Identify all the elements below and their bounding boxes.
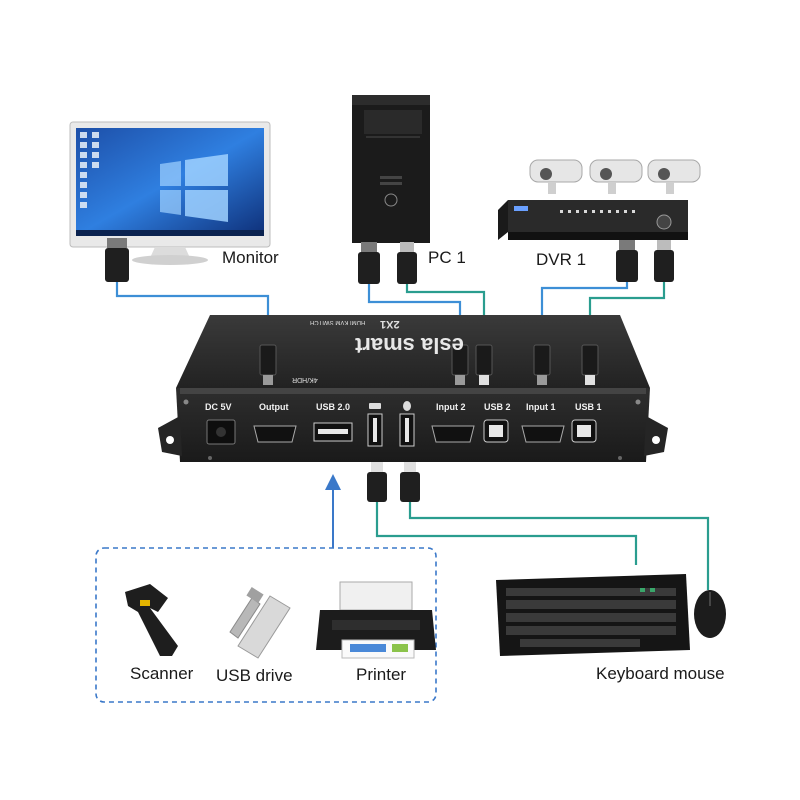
output-port-label: Output xyxy=(259,402,289,412)
mouse-usb-cable xyxy=(408,500,710,590)
dvr-label: DVR 1 xyxy=(536,250,587,269)
scanner-label: Scanner xyxy=(130,664,194,683)
keyboard-mouse-label: Keyboard mouse xyxy=(596,664,725,683)
mouse-device xyxy=(694,590,726,638)
hdmi-input1-port xyxy=(521,425,565,443)
pc-tower-device xyxy=(352,95,430,284)
scanner-device xyxy=(125,584,178,656)
printer-device xyxy=(316,581,436,659)
hdmi-input2-port xyxy=(431,425,475,443)
kvm-resolution-label: 4K/HDR xyxy=(292,376,318,383)
hdmi-output-port xyxy=(253,425,297,443)
input2-port-label: Input 2 xyxy=(436,402,466,412)
printer-label: Printer xyxy=(356,665,407,684)
usb-drive-device xyxy=(229,587,291,659)
peripheral-plugs xyxy=(367,462,420,502)
usb1-port-label: USB 1 xyxy=(575,402,602,412)
keyboard-usb-cable xyxy=(375,500,638,565)
usb20-arrow-head xyxy=(325,474,341,490)
kvm-subtitle-label: HDMI KVM SWITCH xyxy=(310,319,366,325)
usb-peripherals-box xyxy=(95,547,437,703)
kvm-model-label: 2X1 xyxy=(380,318,400,330)
monitor-device xyxy=(69,121,271,282)
monitor-label: Monitor xyxy=(222,248,279,267)
kvm-switch xyxy=(158,315,668,462)
usb-drive-label: USB drive xyxy=(216,666,293,685)
usb20-port-label: USB 2.0 xyxy=(316,402,351,412)
keyboard-port-icon xyxy=(369,403,381,409)
usb2-port-label: USB 2 xyxy=(484,402,511,412)
mouse-port-icon xyxy=(403,401,411,411)
dc-port-label: DC 5V xyxy=(205,402,232,412)
pc-label: PC 1 xyxy=(428,248,466,267)
dvr-device xyxy=(498,159,701,282)
kvm-brand-label: esla smart xyxy=(355,333,464,358)
keyboard-device xyxy=(496,574,690,656)
input1-port-label: Input 1 xyxy=(526,402,556,412)
